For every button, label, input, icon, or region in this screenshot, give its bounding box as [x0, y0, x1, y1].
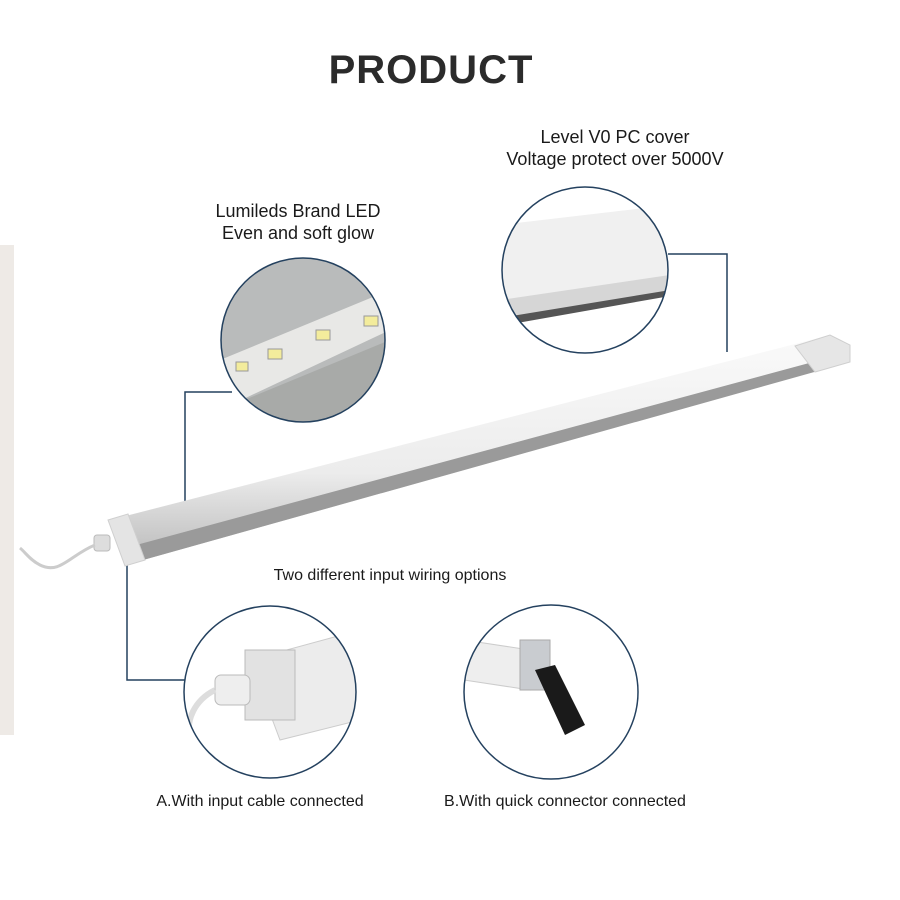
led-callout-line2: Even and soft glow — [221, 223, 375, 243]
option-a-label: A.With input cable connected — [156, 793, 364, 810]
option-b-label: B.With quick connector connected — [444, 793, 686, 810]
led-closeup-image — [221, 258, 385, 422]
callout-lines — [126, 253, 728, 681]
page-title: PRODUCT — [328, 48, 534, 92]
cover-callout: Level V0 PC cover Voltage protect over 5… — [470, 126, 760, 170]
pc-cover-closeup-image — [502, 187, 668, 353]
led-callout: Lumileds Brand LED Even and soft glow — [180, 200, 416, 244]
led-callout-line1: Lumileds Brand LED — [215, 201, 381, 221]
wiring-heading: Two different input wiring options — [273, 567, 507, 584]
input-cable-closeup-image — [184, 606, 356, 778]
cover-callout-line1: Level V0 PC cover — [540, 127, 690, 147]
led-batten-fixture — [19, 334, 851, 570]
background-wall — [0, 245, 14, 735]
quick-connector-closeup-image — [464, 605, 638, 779]
cover-callout-line2: Voltage protect over 5000V — [506, 149, 724, 169]
